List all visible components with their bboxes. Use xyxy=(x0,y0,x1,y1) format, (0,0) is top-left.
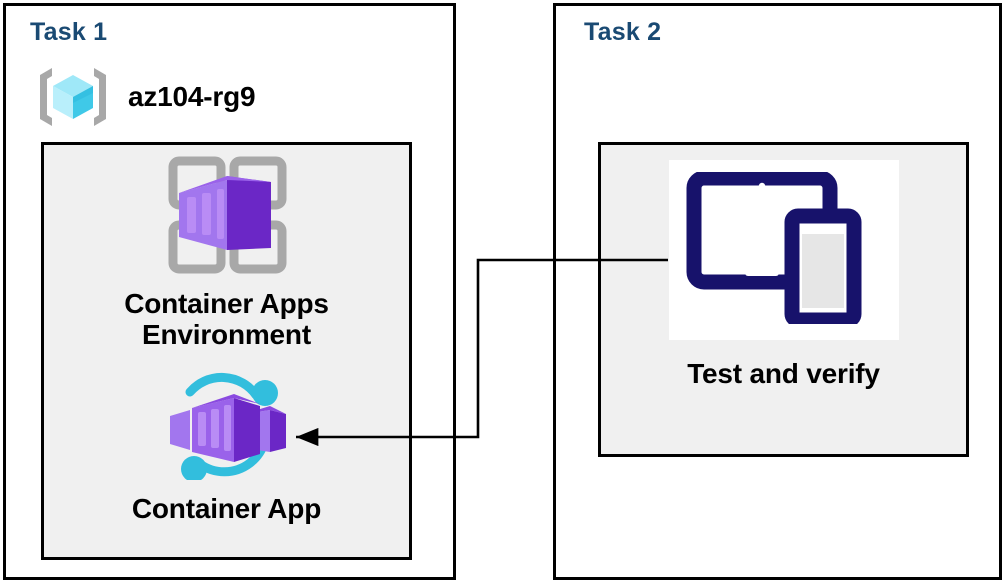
container-app-icon xyxy=(152,372,302,485)
test-and-verify-caption: Test and verify xyxy=(687,358,880,389)
node-container-app: Container App xyxy=(41,372,412,524)
node-test-and-verify: Test and verify xyxy=(598,160,969,389)
test-icon-plate xyxy=(668,160,899,340)
container-apps-environment-icon xyxy=(146,155,308,280)
task-1-title: Task 1 xyxy=(30,18,108,46)
task-2-title: Task 2 xyxy=(584,18,662,46)
container-app-caption: Container App xyxy=(131,493,322,524)
container-apps-environment-caption: Container Apps Environment xyxy=(124,288,329,351)
node-container-apps-environment: Container Apps Environment xyxy=(41,155,412,351)
resource-group-label: az104-rg9 xyxy=(128,81,256,112)
devices-test-icon xyxy=(686,170,882,329)
resource-group-icon xyxy=(36,62,110,132)
resource-group-row: az104-rg9 xyxy=(36,58,366,136)
